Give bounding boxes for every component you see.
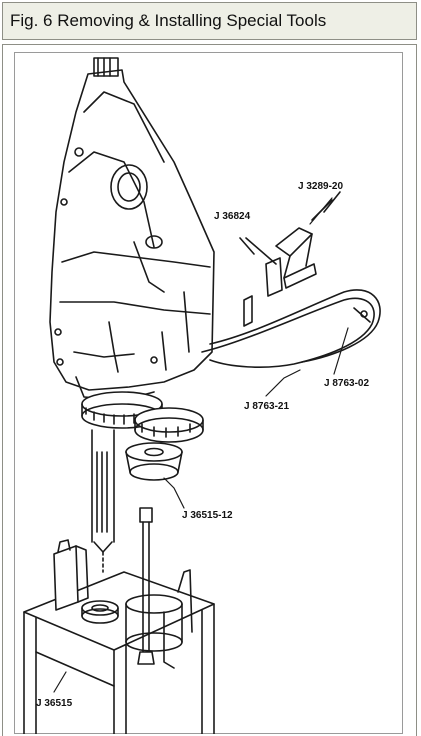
label-j8763-02: J 8763-02 xyxy=(324,378,369,389)
press-stand-j36515 xyxy=(23,507,215,734)
transmission-case xyxy=(49,57,215,401)
transmission-tool-diagram: J 3289-20 J 36824 J 8763-02 J 8763-21 J … xyxy=(23,57,381,734)
figure-caption: Fig. 6 Removing & Installing Special Too… xyxy=(10,11,327,30)
strap-tool-j8763 xyxy=(201,289,381,368)
label-j36824: J 36824 xyxy=(214,211,251,222)
figure-caption-bar: Fig. 6 Removing & Installing Special Too… xyxy=(2,2,417,40)
label-j36515-12: J 36515-12 xyxy=(182,510,233,521)
label-j3289-20: J 3289-20 xyxy=(298,181,343,192)
callout-leaders xyxy=(53,197,349,693)
output-shaft-assembly xyxy=(81,391,204,573)
adapter-j36515-12 xyxy=(125,442,183,481)
handle-j3289-20 xyxy=(275,191,341,289)
block-j36824 xyxy=(239,237,283,327)
label-j36515: J 36515 xyxy=(36,698,73,709)
label-j8763-21: J 8763-21 xyxy=(244,401,289,412)
illustration-border xyxy=(14,52,403,734)
